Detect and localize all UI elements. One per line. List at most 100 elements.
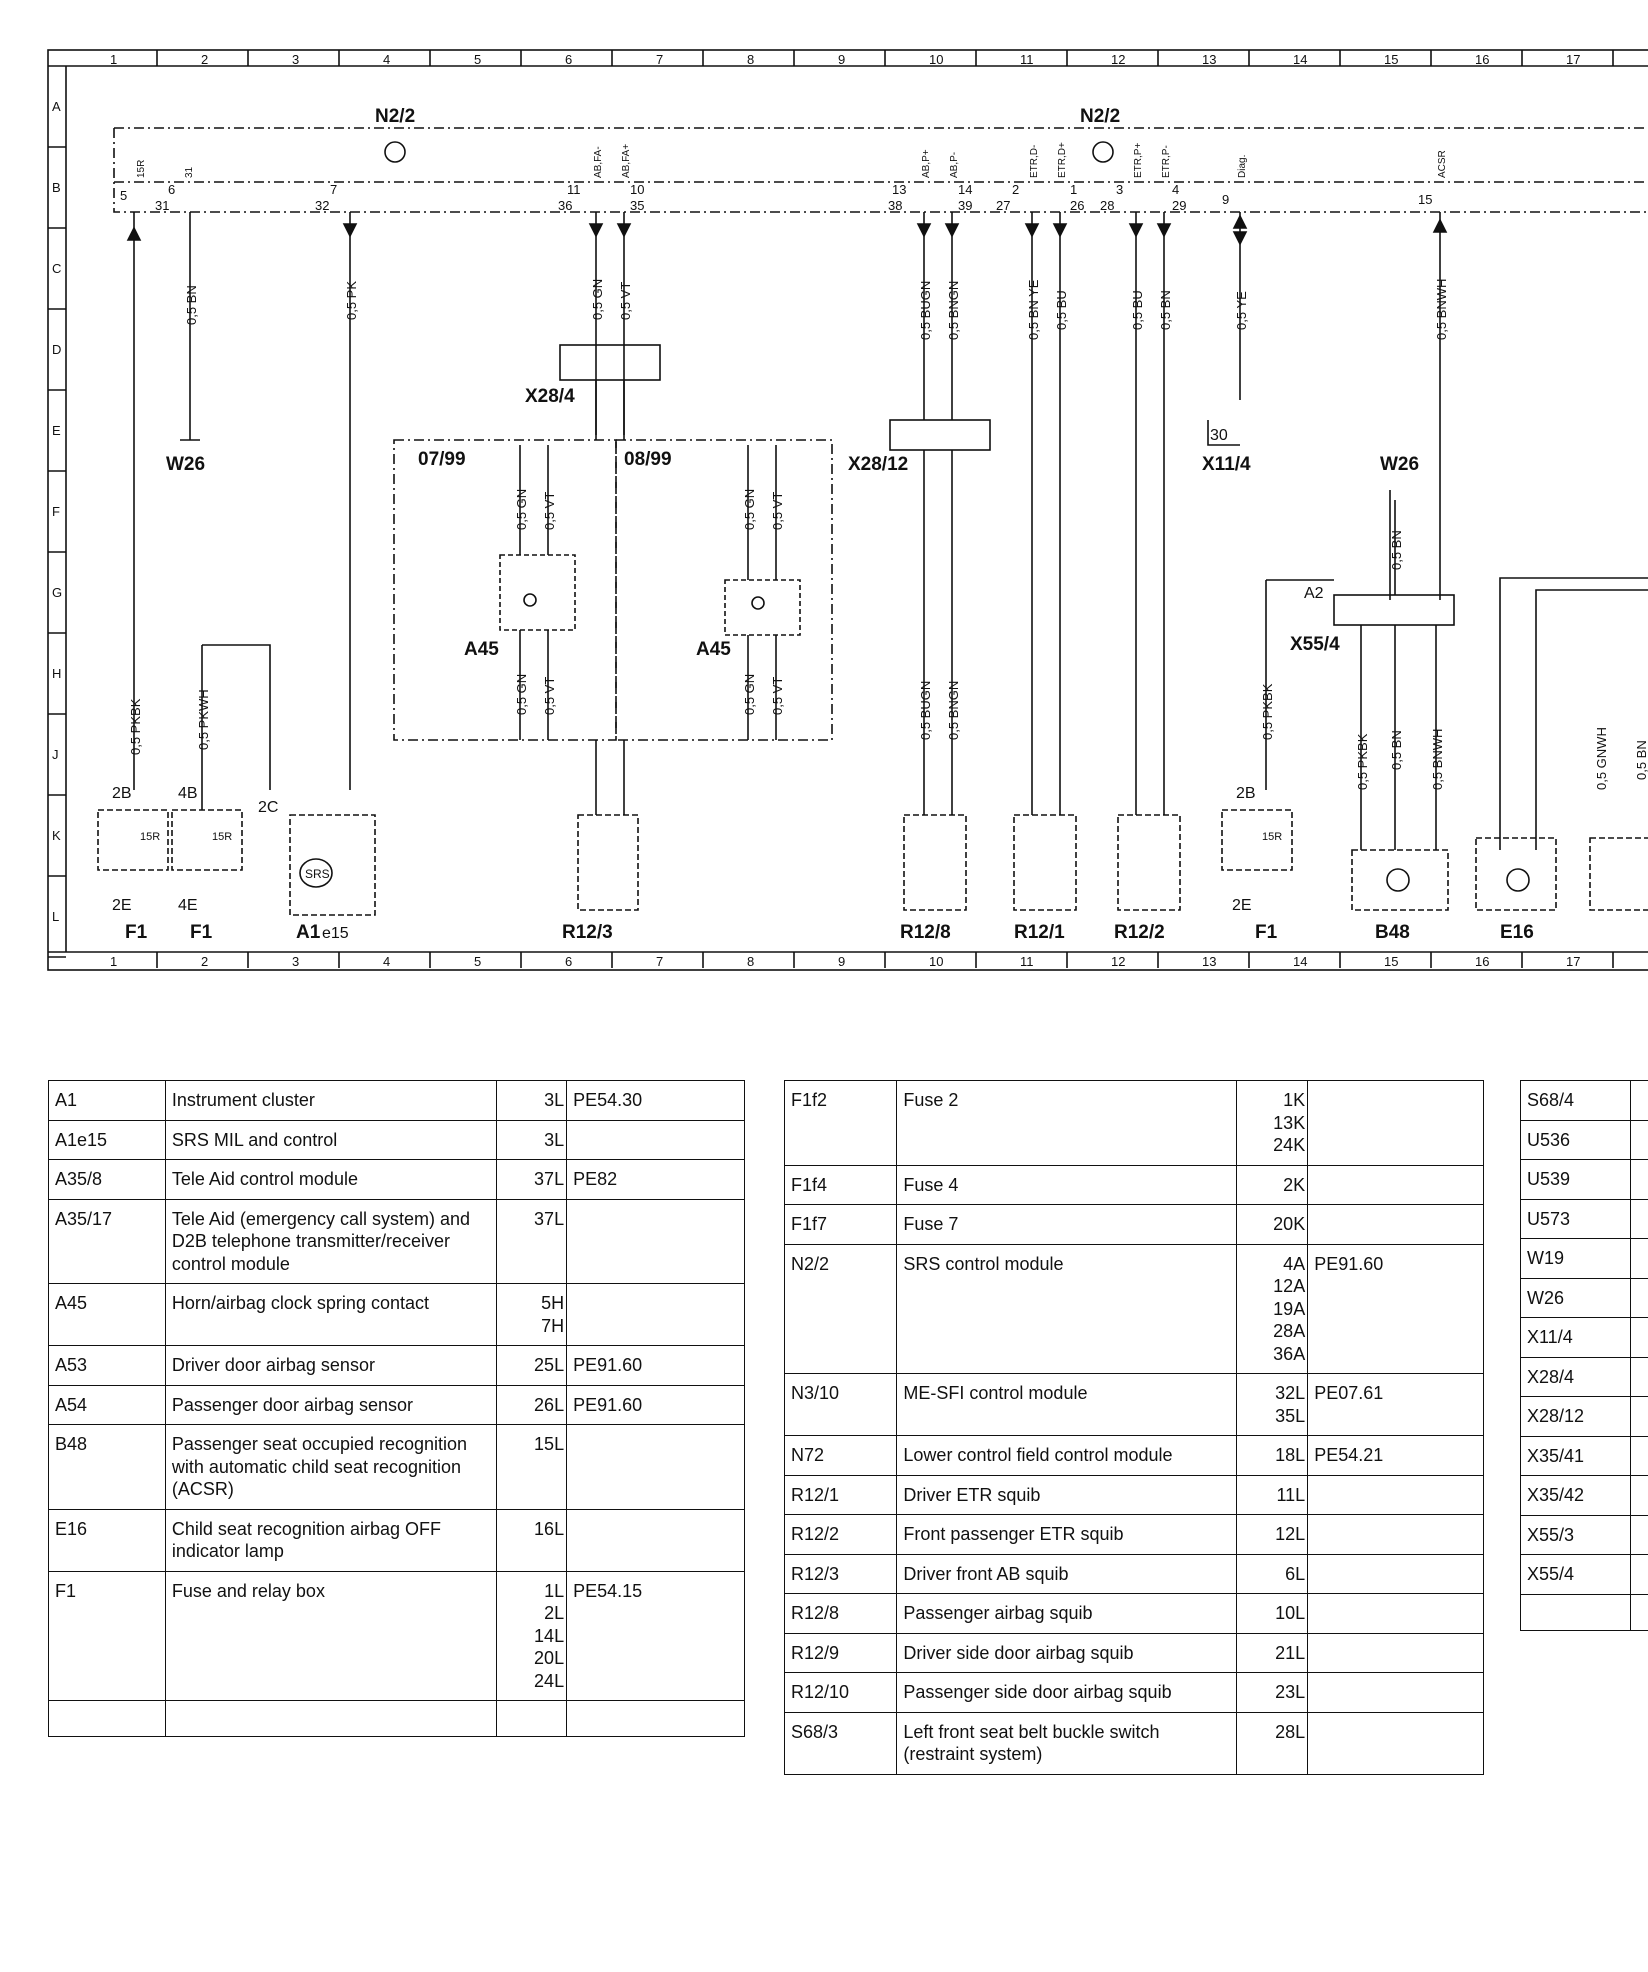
legend-pe [566,1119,745,1160]
svg-text:7: 7 [330,182,337,197]
grid-col-number: 4 [383,52,390,67]
grid-col-number: 12 [1111,52,1125,67]
grid-col-number: 16 [1475,954,1489,969]
legend-desc: Driver door airbag sensor [164,1345,497,1386]
svg-text:F1: F1 [190,922,213,943]
legend-code: R12/1 [783,1474,898,1515]
svg-text:0,5 BUGN: 0,5 BUGN [918,281,933,340]
legend-row: U536 [1520,1119,1648,1160]
legend-code: X35/42 [1520,1475,1631,1516]
svg-text:2C: 2C [258,799,278,816]
transistor-icon [1092,141,1114,163]
grid-col-number: 15 [1384,954,1398,969]
legend-pe: PE91.60 [566,1384,745,1425]
svg-text:ETR,P-: ETR,P- [1161,145,1172,178]
svg-text:4: 4 [1172,182,1179,197]
svg-text:11: 11 [567,182,581,197]
legend-location: 15L [495,1424,568,1510]
legend-location: 25L [495,1345,568,1386]
svg-text:0,5 GN: 0,5 GN [742,489,757,530]
legend-cell [1630,1119,1648,1160]
svg-text:B48: B48 [1375,922,1410,943]
svg-text:Diag.: Diag. [1237,155,1248,178]
svg-text:X55/4: X55/4 [1290,634,1340,655]
svg-text:5: 5 [120,188,127,203]
legend-pe [566,1700,745,1737]
grid-col-number: 2 [201,954,208,969]
svg-text:AB,P-: AB,P- [949,152,960,178]
svg-text:2E: 2E [1232,897,1252,914]
grid-row-letter: F [52,504,60,519]
legend-pe [1307,1632,1484,1673]
legend-cell [1630,1356,1648,1397]
grid-row-letter: G [52,585,62,600]
legend-cell [1630,1475,1648,1516]
legend-pe: PE91.60 [566,1345,745,1386]
module-label-n2-2-right: N2/2 [1080,106,1120,127]
legend-code: X55/4 [1520,1554,1631,1595]
legend-row: W19 [1520,1238,1648,1279]
legend-desc: SRS control module [896,1243,1237,1374]
component-labels: X28/4 X28/12 X11/4 W26 W26 07/99 08/99 A… [125,386,1534,943]
grid-col-number: 3 [292,52,299,67]
legend-cell [1630,1396,1648,1437]
grid-col-number: 1 [110,52,117,67]
svg-text:AB,P+: AB,P+ [921,149,932,178]
svg-text:0,5 BN: 0,5 BN [1389,730,1404,770]
legend-cell [1630,1435,1648,1476]
transistor-icon [384,141,406,163]
grid-col-number: 10 [929,52,943,67]
grid-col-number: 14 [1293,52,1307,67]
legend-desc: Fuse and relay box [164,1570,497,1701]
legend-location: 20K [1235,1204,1309,1245]
svg-text:A1: A1 [296,922,321,943]
legend-code: A54 [48,1384,166,1425]
legend-code: S68/4 [1520,1080,1631,1121]
legend-location: 37L [495,1198,568,1284]
legend-pe [566,1424,745,1510]
svg-text:E16: E16 [1500,922,1534,943]
svg-text:2E: 2E [112,897,132,914]
svg-text:0,5 BN: 0,5 BN [1389,530,1404,570]
wire-labels: 0,5 BN 0,5 PK 0,5 GN 0,5 VT 0,5 BUGN 0,5… [128,279,1648,790]
legend-row: W26 [1520,1277,1648,1318]
legend-location: 28L [1235,1711,1309,1775]
svg-text:A45: A45 [464,639,499,660]
legend-pe: PE54.30 [566,1080,745,1121]
legend-pe: PE54.21 [1307,1435,1484,1476]
legend-cell [1630,1159,1648,1200]
legend-pe [1307,1204,1484,1245]
grid-row-letter: L [52,909,59,924]
grid-col-number: 6 [565,52,572,67]
svg-text:R12/2: R12/2 [1114,922,1165,943]
legend-desc: Passenger side door airbag squib [896,1672,1237,1713]
legend-code: R12/3 [783,1553,898,1594]
svg-text:35: 35 [630,198,644,213]
pin-numbers: 5 6 31 7 32 11 36 10 35 13 38 14 39 2 27… [120,182,1432,213]
legend-code: X11/4 [1520,1317,1631,1358]
grid-col-number: 16 [1475,52,1489,67]
svg-text:R12/1: R12/1 [1014,922,1065,943]
legend-code: N72 [783,1435,898,1476]
grid-row-letter: C [52,261,61,276]
legend-pe [1307,1080,1484,1166]
grid-col-number: 17 [1566,52,1580,67]
svg-text:0,5 BN: 0,5 BN [184,285,199,325]
svg-text:0,5 BN: 0,5 BN [1158,290,1173,330]
svg-text:30: 30 [1210,427,1228,444]
grid-col-number: 13 [1202,52,1216,67]
legend-row [48,1700,745,1737]
legend-desc: Passenger door airbag sensor [164,1384,497,1425]
grid-col-number: 3 [292,954,299,969]
module-label-n2-2-left: N2/2 [375,106,415,127]
